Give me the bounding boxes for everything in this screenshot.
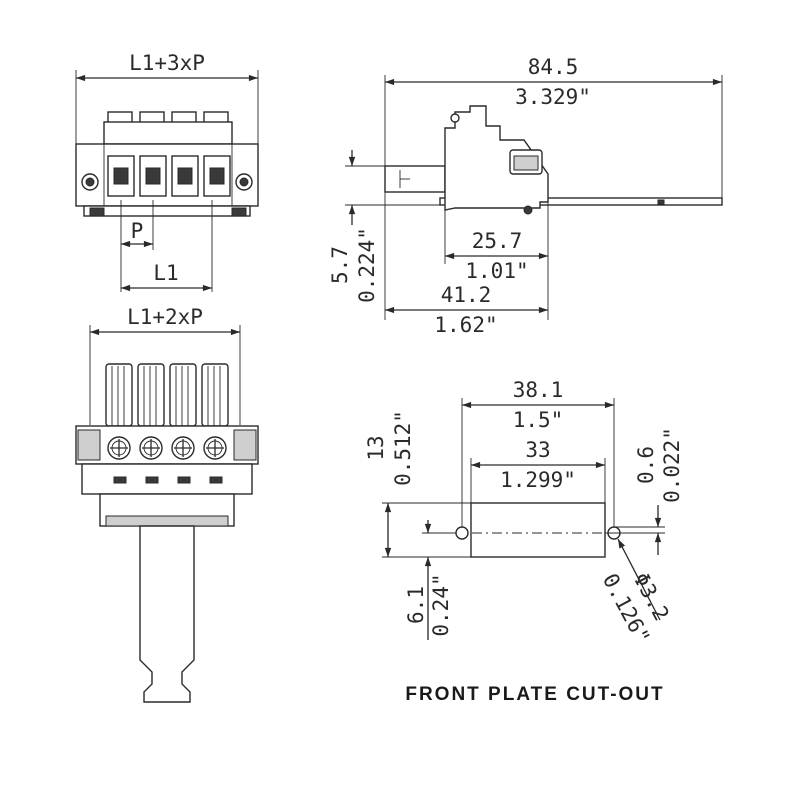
width-label-top: L1+3xP xyxy=(129,51,205,75)
latch-nub xyxy=(523,205,533,215)
terminal-screw xyxy=(177,167,193,185)
slot xyxy=(113,476,127,484)
flange-screw-head xyxy=(85,177,95,187)
mounting-blade xyxy=(439,197,723,206)
bottom-rail xyxy=(83,205,251,217)
grip-ribs xyxy=(111,366,221,426)
overall-in: 1.62" xyxy=(434,313,497,337)
upper-housing xyxy=(103,121,233,145)
flange-screw-head xyxy=(239,177,249,187)
pin-section xyxy=(384,165,446,193)
height-in: 0.224" xyxy=(355,227,379,303)
outer-width-in: 1.5" xyxy=(513,408,564,432)
height-in-cutout: 0.512" xyxy=(391,410,415,486)
top-left-front-view: L1+3xP P L1 xyxy=(75,51,259,292)
screw-icon xyxy=(139,436,163,460)
foot xyxy=(231,207,247,217)
length-mm: 84.5 xyxy=(528,55,579,79)
pitch-label: P xyxy=(131,219,144,243)
grip xyxy=(137,363,165,427)
depth-mm: 25.7 xyxy=(472,229,523,253)
inner-width-mm: 33 xyxy=(525,438,550,462)
offset-in: 0.022" xyxy=(660,427,684,503)
depth-in: 1.01" xyxy=(465,259,528,283)
top-nub xyxy=(450,113,460,123)
mounting-hole-icon xyxy=(455,526,469,540)
screw-icon xyxy=(203,436,227,460)
foot xyxy=(89,207,105,217)
blade-hole xyxy=(657,199,665,205)
height-mm: 5.7 xyxy=(328,246,352,284)
plug-housing xyxy=(75,425,259,465)
strain-relief-strap xyxy=(139,525,195,703)
window-inner xyxy=(513,155,539,171)
cutout-view: 38.1 1.5" 33 1.299" 13 0.512" 6.1 0.24" … xyxy=(364,378,684,705)
grip xyxy=(201,363,229,427)
slot xyxy=(145,476,159,484)
width-label-bottom: L1+2xP xyxy=(127,305,203,329)
base-rail xyxy=(105,515,229,527)
terminal-screw xyxy=(209,167,225,185)
l1-label: L1 xyxy=(153,261,178,285)
screw-icon xyxy=(171,436,195,460)
hole-leader xyxy=(617,538,661,621)
length-in: 3.329" xyxy=(515,85,591,109)
outer-width-mm: 38.1 xyxy=(513,378,564,402)
lower-housing xyxy=(81,463,253,495)
slot xyxy=(209,476,223,484)
terminal-screw xyxy=(113,167,129,185)
grip xyxy=(105,363,133,427)
side-latch xyxy=(77,429,101,461)
cutout-caption: FRONT PLATE CUT-OUT xyxy=(405,684,664,705)
lower-mm: 6.1 xyxy=(404,586,428,624)
side-view: 84.5 3.329" 5.7 0.224" 25.7 1.01" 41.2 1… xyxy=(328,55,723,337)
cutout-rectangle xyxy=(470,502,606,558)
terminal-screw xyxy=(145,167,161,185)
grip xyxy=(169,363,197,427)
inner-width-in: 1.299" xyxy=(500,468,576,492)
screw-icon xyxy=(107,436,131,460)
overall-mm: 41.2 xyxy=(441,283,492,307)
bottom-left-front-view: L1+2xP xyxy=(75,305,259,703)
slot xyxy=(177,476,191,484)
lower-in: 0.24" xyxy=(429,573,453,636)
side-latch xyxy=(233,429,257,461)
height-mm-cutout: 13 xyxy=(364,435,388,460)
offset-mm: 0.6 xyxy=(634,446,658,484)
